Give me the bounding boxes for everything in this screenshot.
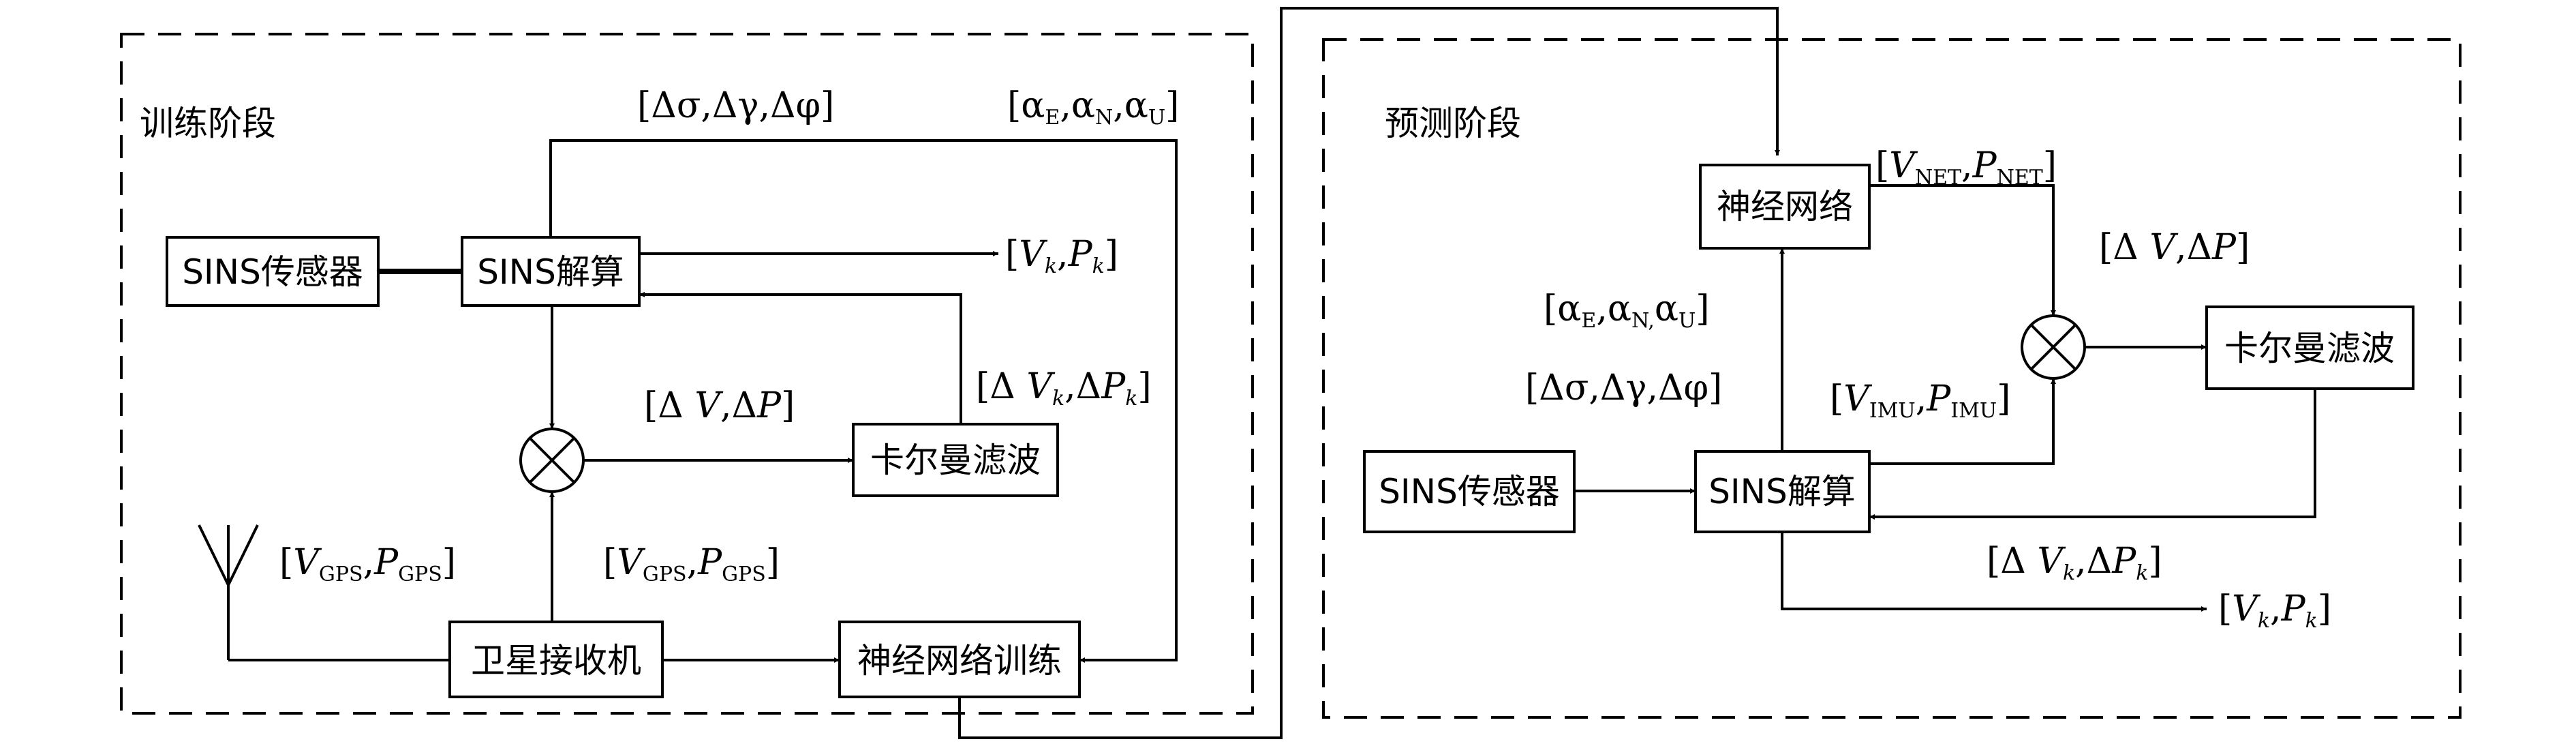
pred-solve-to-vkpk-arrow: [1781, 532, 2207, 612]
training-satellite-receiver-label: 卫星接收机: [471, 641, 641, 681]
training-attitude-error-label: [Δσ,Δγ,Δφ]: [637, 85, 834, 126]
training-nn-training-block: 神经网络训练: [838, 621, 1081, 698]
solve-to-nn-training-loop: [549, 139, 1178, 663]
prediction-dvk-dpk-label: [Δ Vk,ΔPk]: [1987, 541, 2162, 585]
prediction-stage-label: 预测阶段: [1385, 104, 1521, 143]
training-satellite-receiver-block: 卫星接收机: [448, 621, 664, 698]
prediction-imu-label: [VIMU,PIMU]: [1830, 378, 2010, 423]
training-gps-antenna-label: [VGPS,PGPS]: [279, 542, 456, 586]
training-sins-sensor-label: SINS传感器: [182, 252, 363, 292]
kalman-feedback-arrow: [639, 292, 962, 424]
training-sins-solve-block: SINS解算: [461, 236, 641, 307]
nn-training-to-neural-network-link: [958, 7, 1780, 739]
training-sins-solve-label: SINS解算: [477, 252, 624, 292]
training-stage-label: 训练阶段: [140, 104, 276, 143]
pred-kalman-feedback-arrow: [1869, 389, 2316, 520]
prediction-stage-frame: [1322, 38, 2462, 719]
training-vk-pk-label: [Vk,Pk]: [1005, 234, 1118, 278]
training-alpha-label: [αE,αN,αU]: [1007, 85, 1179, 130]
prediction-sins-solve-block: SINS解算: [1694, 450, 1871, 533]
prediction-alpha-label: [αE,αN,αU]: [1544, 288, 1710, 333]
prediction-neural-network-block: 神经网络: [1699, 164, 1871, 250]
training-kalman-label: 卡尔曼滤波: [870, 441, 1041, 480]
training-sins-sensor-block: SINS传感器: [166, 236, 380, 307]
prediction-sins-sensor-block: SINS传感器: [1363, 450, 1576, 533]
gps-antenna-icon: [198, 524, 259, 660]
prediction-kalman-label: 卡尔曼滤波: [2224, 329, 2395, 368]
training-nn-training-label: 神经网络训练: [857, 641, 1062, 681]
pred-solve-to-mixer-arrow: [1869, 378, 2056, 465]
prediction-neural-network-label: 神经网络: [1717, 187, 1853, 226]
prediction-dv-dp-label: [Δ V,ΔP]: [2099, 227, 2250, 268]
training-kalman-block: 卡尔曼滤波: [852, 423, 1059, 497]
prediction-summing-junction: [2021, 314, 2086, 380]
prediction-sins-sensor-label: SINS传感器: [1379, 472, 1560, 511]
training-dv-dp-label: [Δ V,ΔP]: [644, 385, 795, 426]
prediction-vk-pk-label: [Vk,Pk]: [2218, 588, 2331, 633]
training-dvk-dpk-label: [Δ Vk,ΔPk]: [976, 366, 1152, 411]
training-gps-to-mixer-label: [VGPS,PGPS]: [603, 542, 780, 586]
prediction-attitude-error-label: [Δσ,Δγ,Δφ]: [1525, 368, 1722, 408]
prediction-kalman-block: 卡尔曼滤波: [2205, 305, 2414, 390]
training-stage-frame: [120, 33, 1254, 715]
training-summing-junction: [519, 428, 585, 493]
prediction-net-label: [VNET,PNET]: [1875, 145, 2057, 190]
prediction-sins-solve-label: SINS解算: [1708, 472, 1856, 511]
pred-nn-to-mixer-arrow: [1869, 184, 2056, 316]
